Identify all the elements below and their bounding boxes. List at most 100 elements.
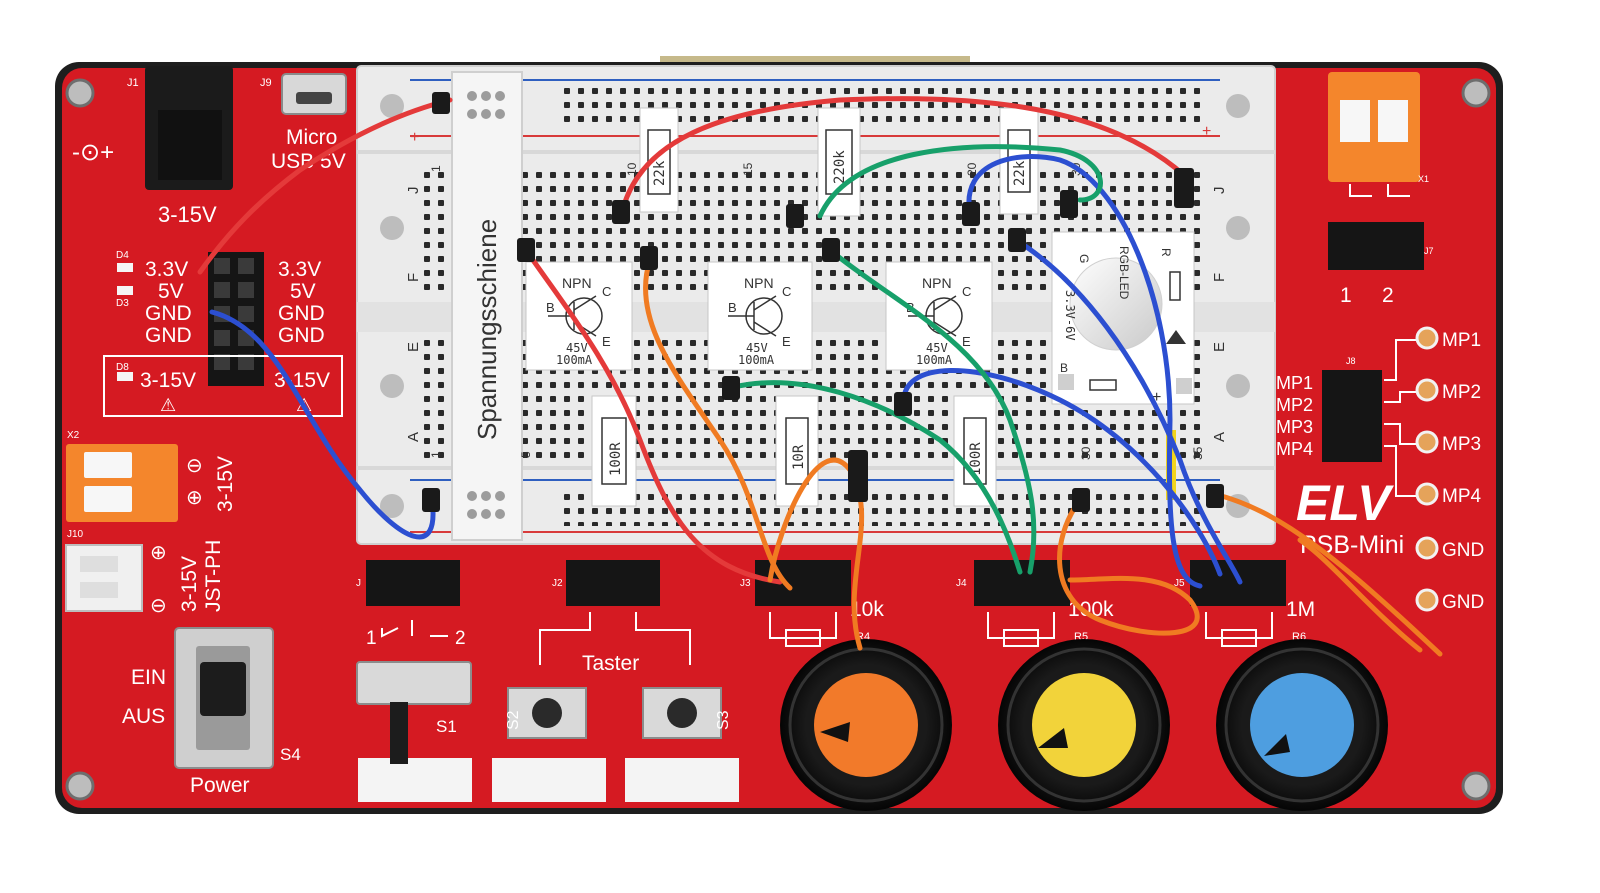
power-off-label: AUS [122,705,165,728]
power-on-label: EIN [131,666,166,689]
power-right-label-2: 5V [290,280,316,303]
mp-header-ref: J8 [1346,356,1356,366]
resistor-bottom-1-label: 100R [608,442,624,476]
col-num-bottom-1: 1 [429,451,443,458]
t1-e: E [602,334,611,349]
pushbutton-s3-cap[interactable] [667,698,697,728]
wire-green-top [817,144,1103,219]
led-d4: D4 [116,250,129,261]
transistor-tile-2 [707,261,813,371]
warning-left: ⚠ [160,395,176,415]
knob-r5[interactable] [998,639,1170,811]
test-point-mp1: MP1 [1442,330,1481,351]
slide-switch-lever[interactable] [390,702,408,764]
rgb-led-plus: + [1152,389,1161,406]
power-left-label-4: GND [145,324,192,347]
col-num-top-20: 20 [965,162,979,176]
slide-header-ref: J [356,578,361,589]
x2-range: 3-15V [214,456,237,512]
rail-title: Spannungsschiene [472,219,502,440]
t2-c: C [782,284,791,299]
wire-blue-low [901,368,1223,577]
dip-header [1328,222,1424,270]
rail-plus-top-right: + [1202,123,1211,140]
dip-pin-1: 1 [1340,284,1352,307]
resistor-bottom-2-label: 10R [791,444,807,470]
rail-plus-top: + [410,129,419,146]
jst-minus: ⊖ [150,595,167,617]
x2-minus: ⊖ [186,455,203,477]
jst-pin-2 [80,582,118,598]
power-right-label-3: GND [278,302,325,325]
col-num-top-1: 1 [429,165,443,172]
t1-b: B [546,300,555,315]
dip-switch-2[interactable] [1378,100,1408,142]
row-letter-left-f: F [405,273,422,282]
test-point-mp4: MP4 [1442,486,1482,507]
pot3-header-ref: J5 [1174,578,1185,589]
t1-c: C [602,284,611,299]
led-d3: D3 [116,298,129,309]
dip-switch[interactable] [1328,72,1420,182]
jst-pin-1 [80,556,118,572]
t3-e: E [962,334,971,349]
dip-header-ref: J7 [1424,246,1434,256]
mp-header-label-4: MP4 [1276,439,1313,459]
t3-current: 100mA [916,353,953,367]
usb-label-line2: USB 5V [271,150,346,173]
resistor-tile-100r-2 [953,395,997,507]
pot2-value: 100k [1068,598,1114,621]
slide-header [366,560,460,606]
power-right-label-1: 3.3V [278,258,321,281]
taster-schematic [539,612,691,665]
led-d8: D8 [116,362,129,373]
test-point-gnd-1: GND [1442,540,1484,561]
pot1-value: 10k [850,598,884,621]
wire-orange-1 [643,257,793,591]
knob-r4[interactable] [780,639,952,811]
elv-logo: ELV [1296,475,1394,531]
dc-jack-ref: J1 [127,77,139,89]
row-letter-right-a: A [1211,432,1228,442]
polarity-symbol: -⊙+ [72,139,114,166]
mp-header-label-3: MP3 [1276,417,1313,437]
vin-left: 3-15V [140,369,196,392]
micro-usb-slot [296,92,332,104]
slide-switch[interactable] [356,661,472,705]
rgb-led-r: R [1159,248,1173,257]
slide-pin-1: 1 [366,628,377,649]
power-switch-lever[interactable] [200,662,246,716]
power-switch-ref: S4 [280,745,301,764]
wire-red-power [197,97,453,275]
resistor-bottom-3-label: 100R [968,442,984,476]
pushbutton-s2-cap[interactable] [532,698,562,728]
rgb-led-tile [1051,231,1195,405]
slide-switch-schematic [381,620,448,638]
slide-pin-2: 2 [455,628,466,649]
taster-caption: Taster [582,652,639,675]
wires [197,96,1443,657]
resistor-top-3-label: 22k [1012,160,1028,186]
wire-green-low [727,380,1023,575]
label-fields [358,758,739,802]
power-caption: Power [190,774,250,797]
pushbutton-s2-ref: S2 [505,710,522,730]
test-point-mp3: MP3 [1442,434,1481,455]
pushbutton-s3-ref: S3 [715,710,732,730]
col-num-bottom-30: 30 [1079,446,1093,460]
rgb-led-voltage: 3.3V-6V [1063,290,1077,341]
wire-plugs [422,92,1224,512]
jst-range: 3-15V [178,556,201,612]
t1-voltage: 45V [566,341,588,355]
dip-switch-1[interactable] [1340,100,1370,142]
dc-jack-body [158,110,222,180]
t2-e: E [782,334,791,349]
row-letter-left-j: J [405,187,422,195]
mp-traces [1384,339,1420,497]
test-points[interactable] [1415,326,1439,612]
knob-r6[interactable] [1216,639,1388,811]
wire-orange-5 [1297,537,1423,653]
wire-red-pot1 [523,247,783,585]
x2-slot-1 [84,452,132,478]
pot-schematics [769,612,1273,647]
